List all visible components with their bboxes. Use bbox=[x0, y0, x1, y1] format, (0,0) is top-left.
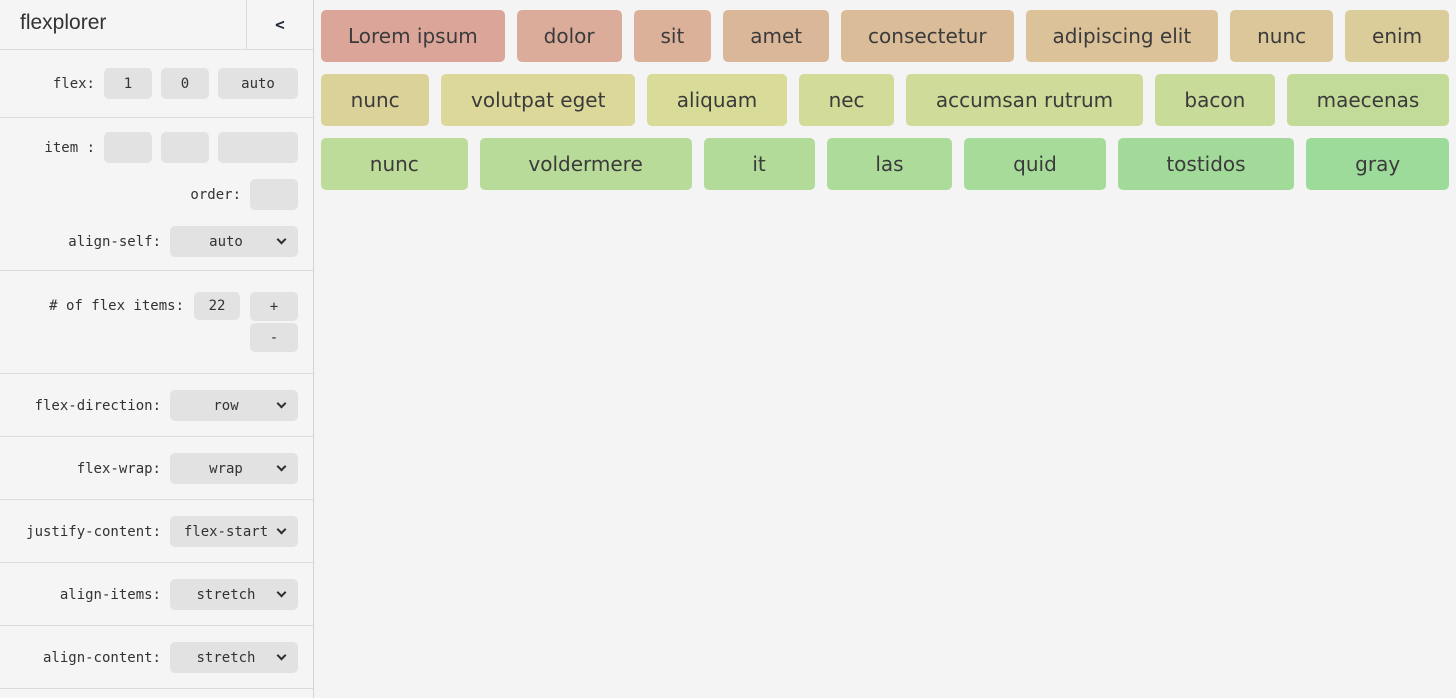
flex-item[interactable]: las bbox=[826, 138, 953, 190]
flex-item[interactable]: nunc bbox=[1230, 10, 1334, 62]
flex-item[interactable]: quid bbox=[964, 138, 1106, 190]
flex-item[interactable]: dolor bbox=[516, 10, 622, 62]
flex-label: flex: bbox=[52, 75, 95, 92]
container-property-label: flex-wrap: bbox=[76, 460, 161, 477]
align-self-select[interactable]: auto bbox=[170, 226, 298, 257]
flex-item[interactable]: volutpat eget bbox=[441, 74, 636, 126]
flex-item[interactable]: gray bbox=[1306, 138, 1449, 190]
flex-items-count-section: # of flex items: + - bbox=[0, 271, 313, 374]
page-title: flexplorer bbox=[20, 11, 107, 34]
flex-item[interactable]: aliquam bbox=[647, 74, 787, 126]
flex-item[interactable]: voldermere bbox=[479, 138, 692, 190]
flex-row: nunc volutpat eget aliquam nec accumsan … bbox=[315, 68, 1455, 132]
container-property-section: justify-content: flex-start bbox=[0, 500, 313, 563]
flex-item[interactable]: bacon bbox=[1154, 74, 1275, 126]
order-label: order: bbox=[190, 186, 241, 203]
flex-item[interactable]: it bbox=[703, 138, 815, 190]
flex-item[interactable]: Lorem ipsum bbox=[321, 10, 505, 62]
flex-items-count-input[interactable] bbox=[194, 292, 240, 320]
item-grow-input[interactable] bbox=[104, 132, 152, 163]
flex-item[interactable]: nec bbox=[798, 74, 895, 126]
item-shrink-input[interactable] bbox=[161, 132, 209, 163]
flex-grow-input[interactable] bbox=[104, 68, 152, 99]
container-property-section: align-items: stretch bbox=[0, 563, 313, 626]
flex-item[interactable]: amet bbox=[723, 10, 830, 62]
flex-basis-input[interactable] bbox=[218, 68, 298, 99]
decrement-button[interactable]: - bbox=[250, 323, 298, 352]
container-property-section: flex-direction: row bbox=[0, 374, 313, 437]
container-property-label: align-items: bbox=[59, 586, 161, 603]
container-property-select[interactable]: row bbox=[170, 390, 298, 421]
container-controls: flex-direction: row flex-wrap: wrap bbox=[0, 374, 313, 689]
flex-item[interactable]: accumsan rutrum bbox=[906, 74, 1143, 126]
container-property-label: align-content: bbox=[42, 649, 161, 666]
increment-button[interactable]: + bbox=[250, 292, 298, 321]
flex-item[interactable]: enim bbox=[1345, 10, 1450, 62]
flex-playground: Lorem ipsum dolor sit amet consectetur a… bbox=[314, 0, 1456, 698]
flex-row: Lorem ipsum dolor sit amet consectetur a… bbox=[315, 4, 1455, 68]
sidebar: flexplorer < flex: item : order: align-s… bbox=[0, 0, 314, 698]
container-property-select[interactable]: flex-start bbox=[170, 516, 298, 547]
flex-row: nunc voldermere it las quid tostidos gra… bbox=[315, 132, 1455, 196]
flex-item[interactable]: sit bbox=[633, 10, 712, 62]
item-label: item : bbox=[44, 139, 95, 156]
align-self-label: align-self: bbox=[68, 233, 161, 250]
container-property-label: justify-content: bbox=[26, 523, 161, 540]
container-property-section: flex-wrap: wrap bbox=[0, 437, 313, 500]
order-input[interactable] bbox=[250, 179, 298, 210]
flex-items-count-label: # of flex items: bbox=[49, 298, 184, 314]
flex-item[interactable]: tostidos bbox=[1117, 138, 1295, 190]
container-property-select[interactable]: stretch bbox=[170, 642, 298, 673]
container-property-section: align-content: stretch bbox=[0, 626, 313, 689]
flex-item[interactable]: maecenas bbox=[1286, 74, 1449, 126]
flex-item[interactable]: nunc bbox=[321, 74, 430, 126]
flex-shorthand-section: flex: bbox=[0, 50, 313, 118]
sidebar-header: flexplorer < bbox=[0, 0, 313, 50]
container-property-select[interactable]: wrap bbox=[170, 453, 298, 484]
flex-item[interactable]: consectetur bbox=[841, 10, 1014, 62]
item-section: item : order: align-self: auto bbox=[0, 118, 313, 271]
chevron-left-icon: < bbox=[275, 15, 285, 34]
container-property-select[interactable]: stretch bbox=[170, 579, 298, 610]
flex-shrink-input[interactable] bbox=[161, 68, 209, 99]
flex-item[interactable]: adipiscing elit bbox=[1025, 10, 1219, 62]
collapse-sidebar-button[interactable]: < bbox=[246, 0, 313, 49]
container-property-label: flex-direction: bbox=[34, 397, 161, 414]
item-basis-input[interactable] bbox=[218, 132, 298, 163]
flex-item[interactable]: nunc bbox=[321, 138, 468, 190]
